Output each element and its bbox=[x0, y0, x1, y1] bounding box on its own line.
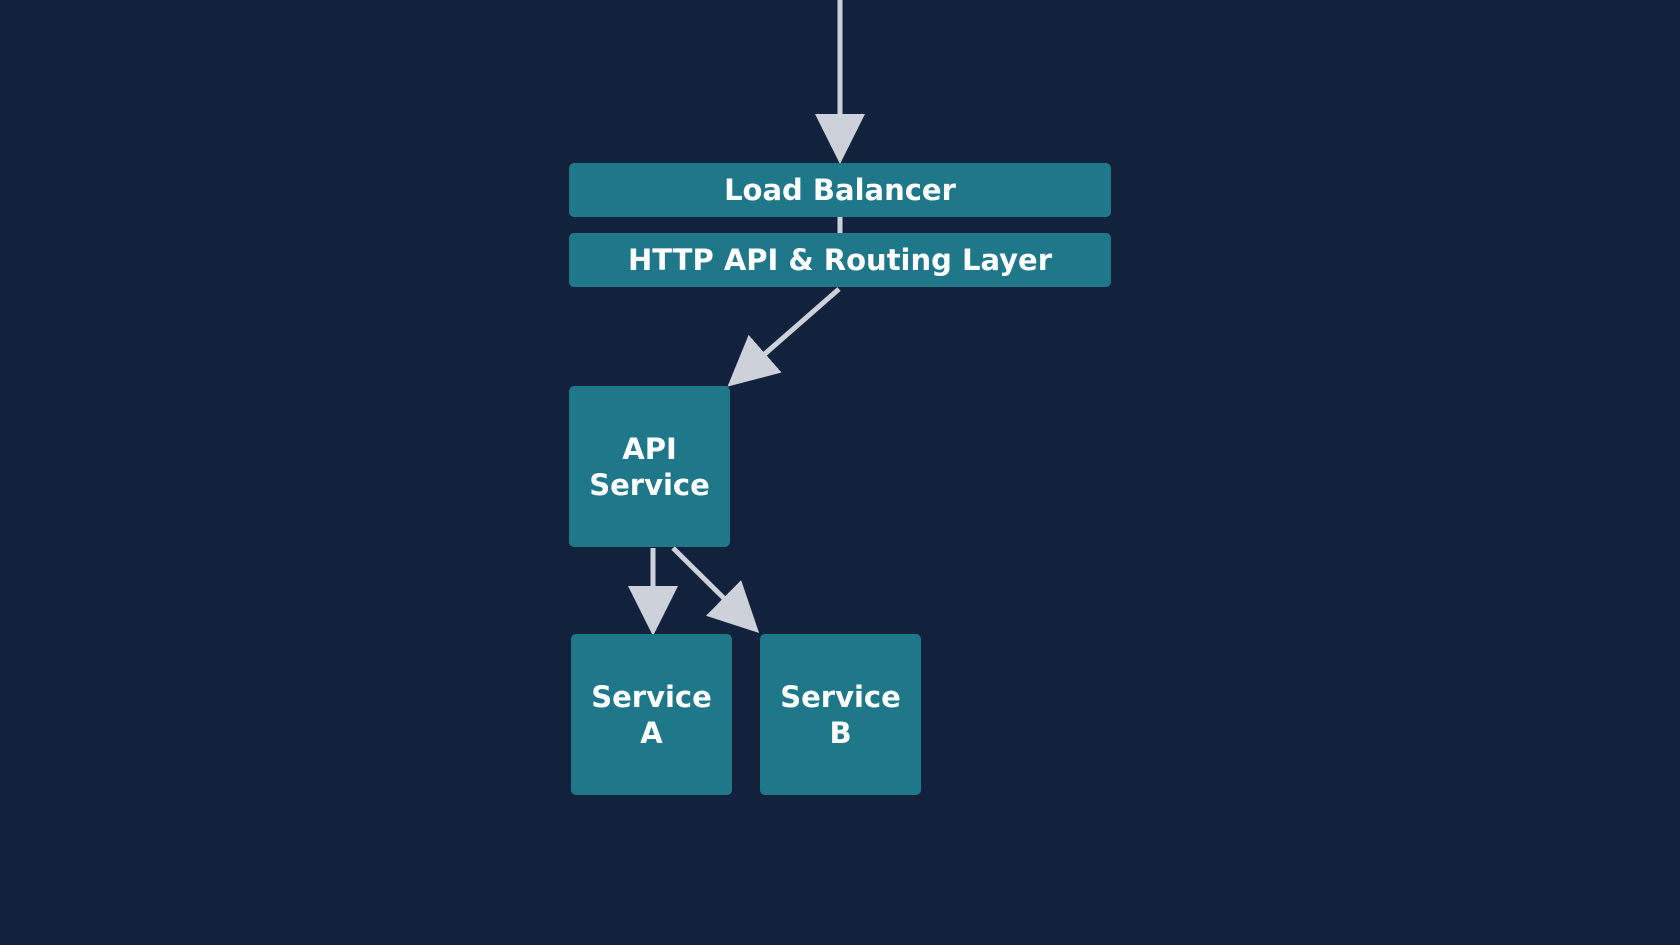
api-service-label-line1: API bbox=[622, 431, 677, 466]
service-a-label-line2: A bbox=[640, 715, 663, 750]
service-b-label-line2: B bbox=[829, 715, 852, 750]
arrow-http-layer-to-api-service bbox=[727, 287, 841, 387]
http-api-routing-layer-label: HTTP API & Routing Layer bbox=[627, 243, 1053, 277]
http-api-routing-layer-node: HTTP API & Routing Layer bbox=[569, 233, 1111, 287]
api-service-node: API Service bbox=[569, 386, 730, 547]
load-balancer-node: Load Balancer bbox=[569, 163, 1111, 217]
load-balancer-label: Load Balancer bbox=[724, 173, 956, 207]
service-b-label-line1: Service bbox=[780, 679, 901, 714]
service-b-node: Service B bbox=[760, 634, 921, 795]
service-a-label-line1: Service bbox=[591, 679, 712, 714]
api-service-label-line2: Service bbox=[589, 467, 710, 502]
service-a-node: Service A bbox=[571, 634, 732, 795]
arrow-api-service-to-service-b bbox=[671, 546, 760, 634]
